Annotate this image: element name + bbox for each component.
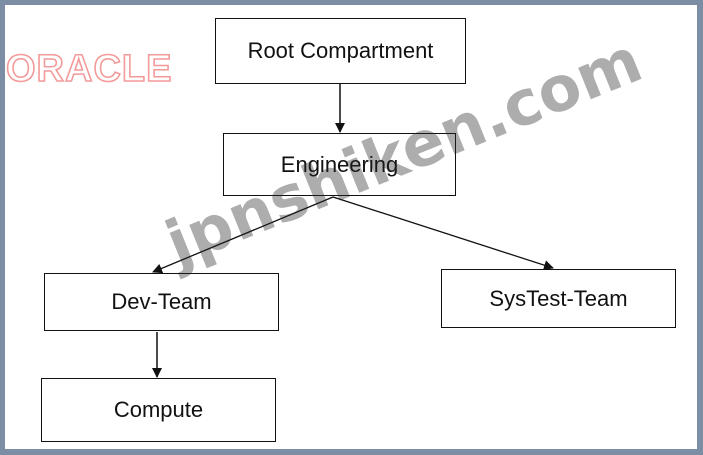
edge-engineering-to-dev-team <box>152 196 334 274</box>
node-root-compartment: Root Compartment <box>215 18 466 84</box>
node-engineering: Engineering <box>223 133 456 196</box>
edge-engineering-to-systest-team <box>332 196 554 270</box>
oracle-logo: ORACLE <box>5 48 173 90</box>
node-compute: Compute <box>41 378 276 442</box>
node-systest-team: SysTest-Team <box>441 269 676 328</box>
node-dev-team: Dev-Team <box>44 273 279 331</box>
